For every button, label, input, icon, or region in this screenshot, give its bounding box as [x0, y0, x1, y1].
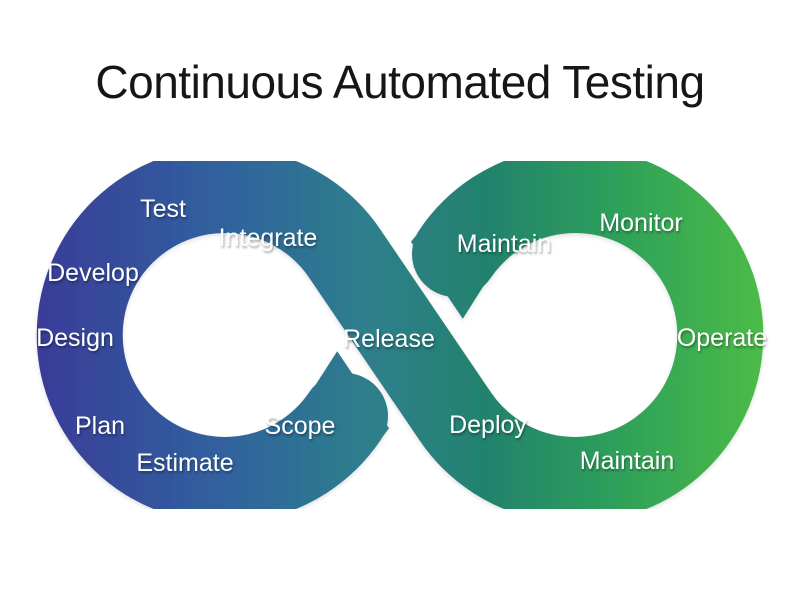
left-loop-ring [36, 147, 388, 523]
right-loop-ring [412, 147, 764, 523]
stage-label-release: Release [343, 325, 435, 353]
stage-label-operate: Operate [677, 324, 767, 352]
descending-band-overpass [309, 229, 491, 441]
ascending-band-upper-stub [411, 228, 491, 319]
infinity-band [36, 147, 764, 523]
stage-label-plan: Plan [75, 412, 125, 440]
stage-label-scope: Scope [265, 412, 336, 440]
stage-label-estimate: Estimate [136, 449, 233, 477]
stage-label-integrate: Integrate [219, 224, 318, 252]
stage-label-maintain-bottom: Maintain [580, 447, 675, 475]
stage-label-deploy: Deploy [449, 411, 527, 439]
stage-label-monitor: Monitor [599, 209, 682, 237]
stage-label-design: Design [36, 324, 114, 352]
ascending-band-lower-stub [301, 351, 389, 454]
stage-label-develop: Develop [47, 259, 139, 287]
page-title: Continuous Automated Testing [95, 56, 704, 108]
stage-label-test: Test [140, 195, 186, 223]
stage-labels: Test Integrate Develop Design Plan Estim… [36, 195, 767, 477]
stage-label-maintain-top: Maintain [457, 230, 552, 258]
